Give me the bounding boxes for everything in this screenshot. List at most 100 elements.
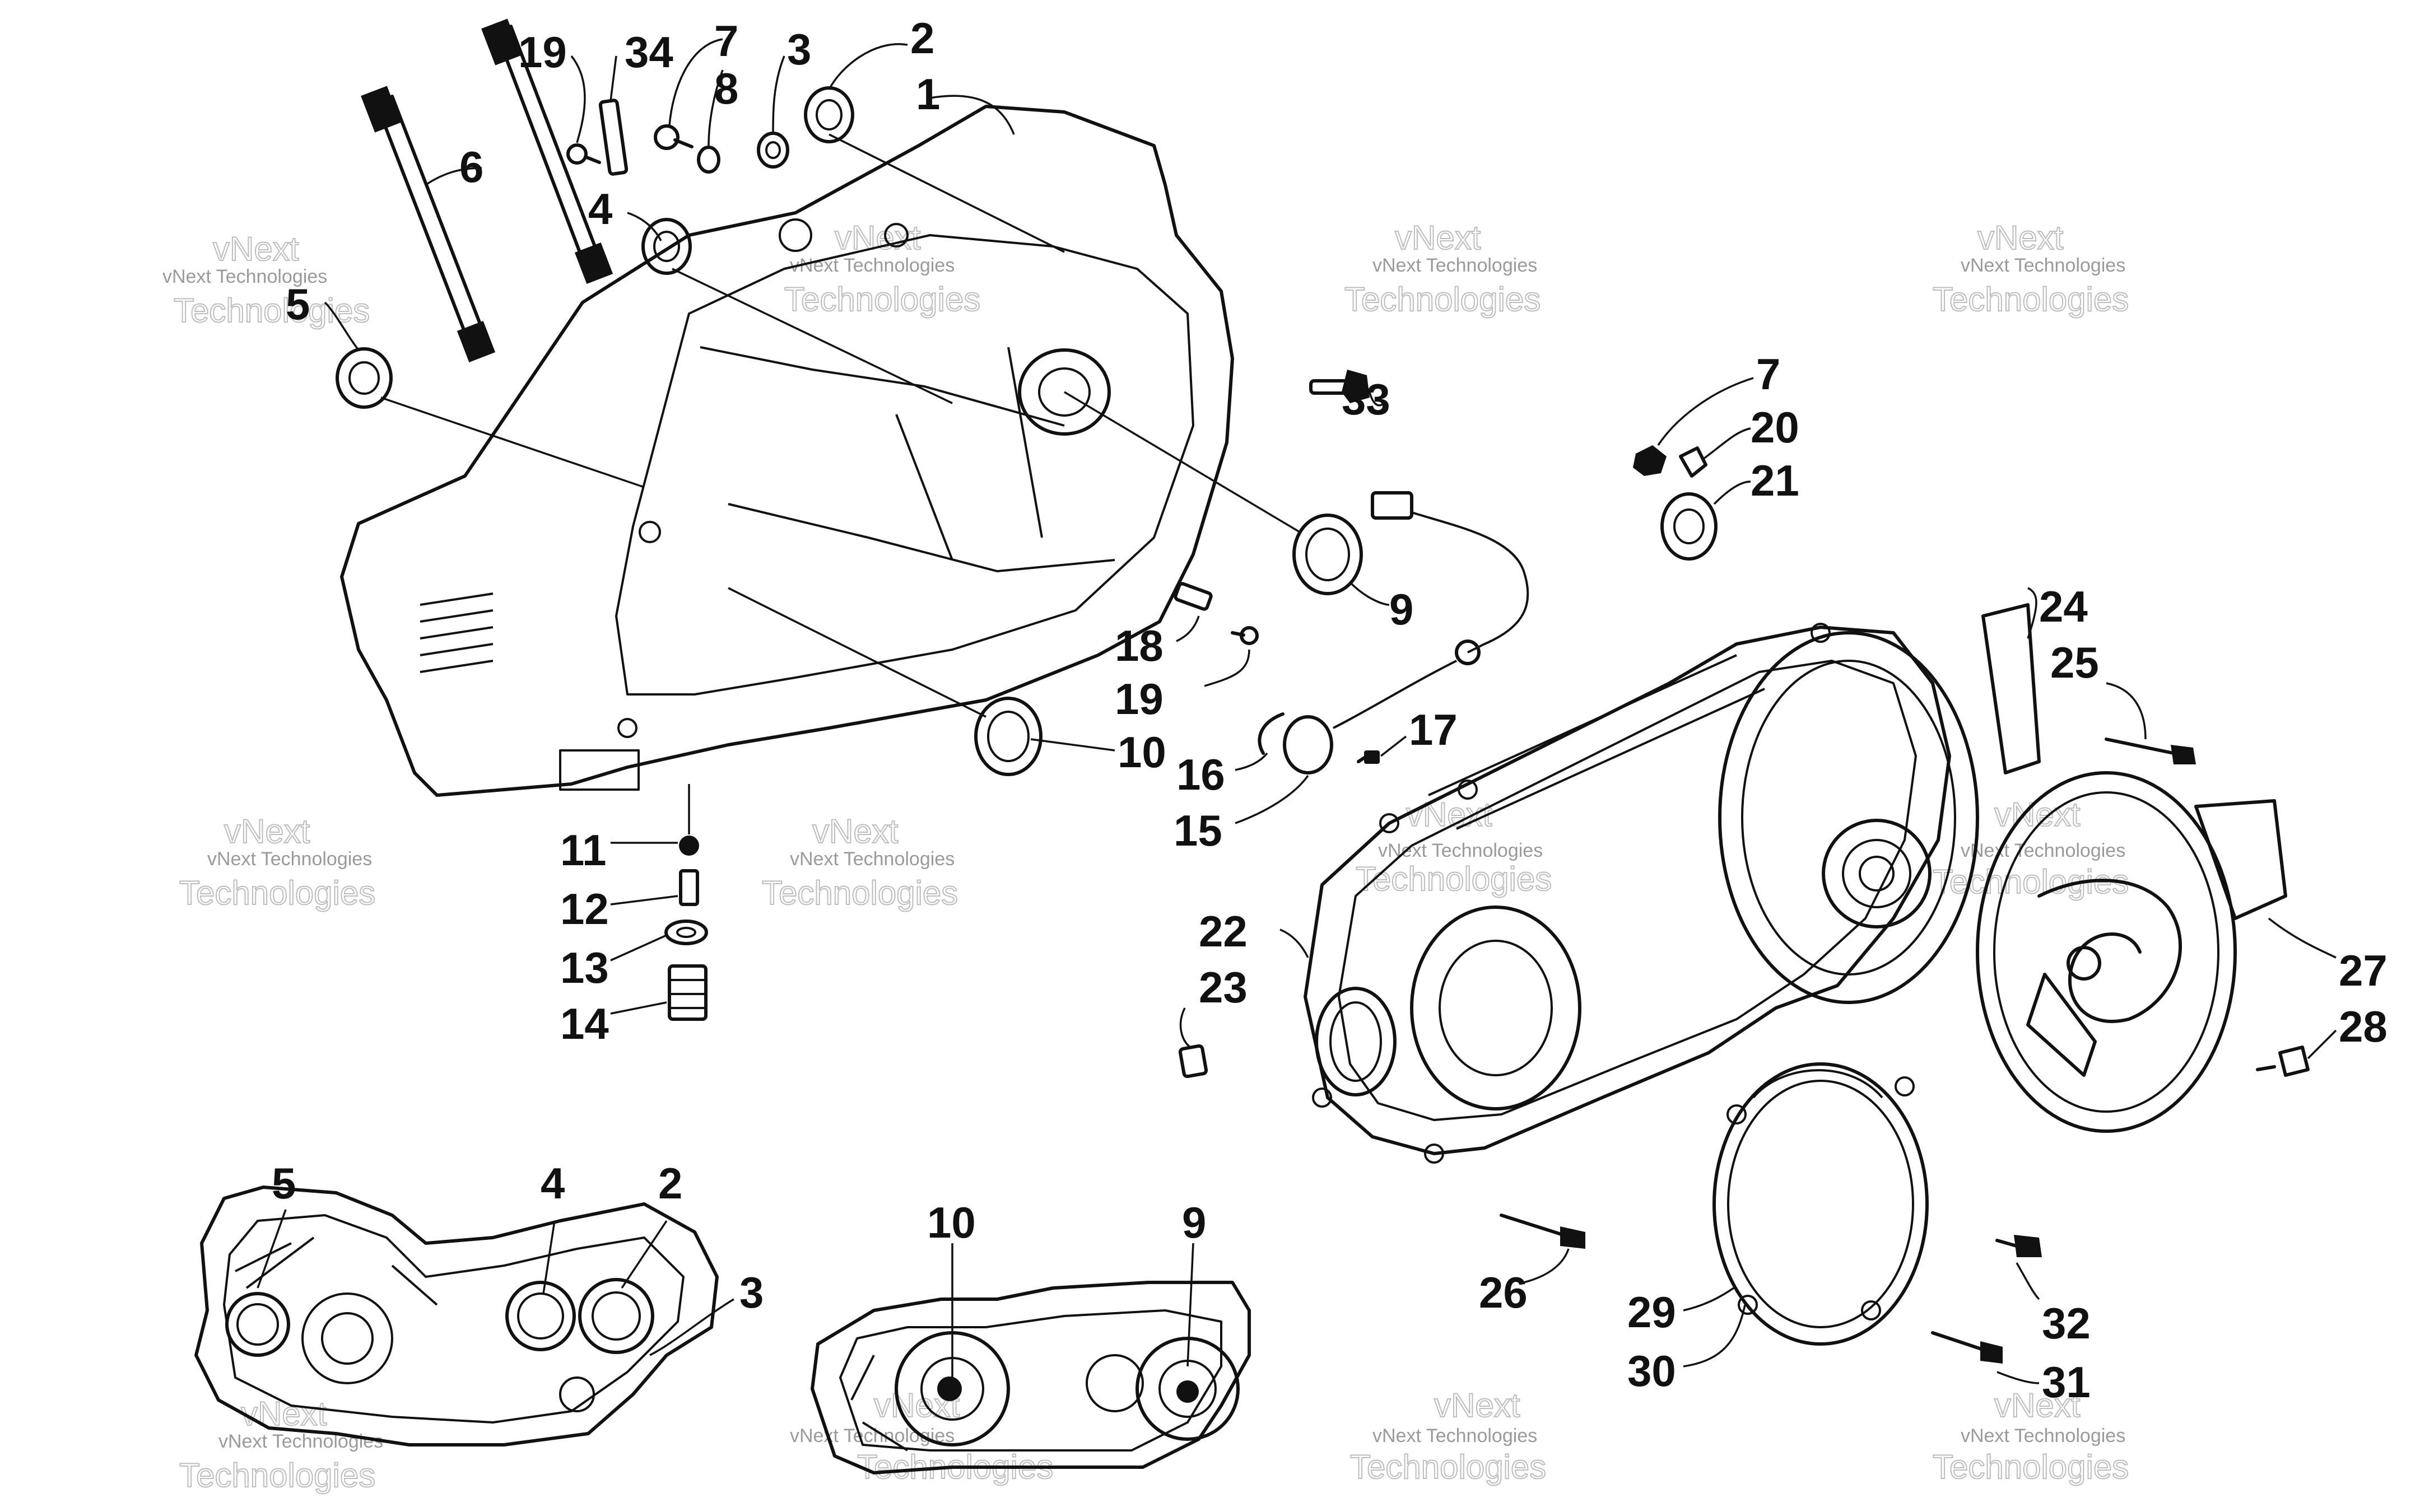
washer bbox=[697, 146, 720, 174]
bolt bbox=[1633, 377, 1754, 476]
callout-label: 22 bbox=[1199, 907, 1248, 956]
watermark: vNext vNext Technologies Technologies bbox=[1355, 795, 1552, 898]
callout-label: 12 bbox=[560, 884, 609, 934]
speed-sensor-harness bbox=[1235, 491, 1529, 824]
watermark-technologies: Technologies bbox=[1933, 1448, 2129, 1486]
bearing bbox=[641, 218, 692, 275]
callout-label: 28 bbox=[2339, 1002, 2388, 1051]
watermark-technologies: Technologies bbox=[1344, 281, 1541, 318]
stud-bolt bbox=[361, 86, 496, 362]
callout-label: 3 bbox=[739, 1268, 764, 1317]
watermark-text: vNext Technologies bbox=[1378, 840, 1543, 861]
callout-label: 1 bbox=[916, 69, 940, 119]
watermark-vnext: vNext bbox=[224, 813, 310, 850]
callout-label: 29 bbox=[1627, 1287, 1676, 1337]
callout-label: 18 bbox=[1115, 621, 1164, 670]
callout-label: 31 bbox=[2042, 1357, 2091, 1407]
callout-label: 14 bbox=[560, 999, 609, 1048]
callout-label: 7 bbox=[714, 16, 738, 66]
oil-seal bbox=[1064, 391, 1390, 606]
crankcase-inset-left bbox=[194, 1186, 734, 1446]
bearing-retainer-clip bbox=[1679, 427, 1751, 478]
callout-label: 33 bbox=[1342, 375, 1390, 424]
callout-labels: 1 2 3 8 7 34 19 6 4 5 33 9 10 18 19 17 1… bbox=[272, 13, 2388, 1407]
watermark-technologies: Technologies bbox=[1350, 1448, 1546, 1486]
screw bbox=[2256, 1029, 2337, 1077]
watermark-vnext: vNext bbox=[812, 813, 899, 850]
watermark: vNext vNext Technologies Technologies bbox=[1932, 795, 2129, 901]
callout-label: 13 bbox=[560, 943, 609, 992]
callout-label: 9 bbox=[1389, 585, 1413, 634]
callout-label: 7 bbox=[1756, 349, 1780, 399]
watermark: vNext vNext Technologies Technologies bbox=[1932, 1386, 2129, 1486]
watermark: vNext vNext Technologies Technologies bbox=[761, 812, 958, 912]
callout-label: 2 bbox=[658, 1159, 682, 1208]
watermark-text: vNext Technologies bbox=[1372, 1425, 1537, 1446]
watermark-text: vNext Technologies bbox=[1961, 255, 2125, 276]
bolt bbox=[654, 124, 694, 150]
callout-label: 32 bbox=[2042, 1299, 2091, 1348]
watermarks: vNext vNext Technologies Technologies vN… bbox=[162, 218, 2129, 1495]
drain-plug-assembly bbox=[610, 784, 708, 1021]
watermark-technologies: Technologies bbox=[179, 874, 375, 912]
watermark-technologies: Technologies bbox=[174, 292, 370, 329]
callout-label: 26 bbox=[1479, 1268, 1528, 1317]
watermark: vNext vNext Technologies Technologies bbox=[179, 1394, 383, 1495]
callout-label: 6 bbox=[459, 142, 483, 192]
watermark: vNext vNext Technologies Technologies bbox=[1932, 218, 2129, 319]
callout-label: 23 bbox=[1199, 963, 1248, 1012]
callout-label: 20 bbox=[1751, 403, 1799, 452]
callout-label: 30 bbox=[1627, 1346, 1676, 1396]
callout-label: 24 bbox=[2039, 582, 2088, 631]
callout-label: 10 bbox=[927, 1198, 976, 1247]
oil-seal bbox=[728, 587, 1115, 776]
watermark-text: vNext Technologies bbox=[1372, 255, 1537, 276]
bolt bbox=[566, 143, 601, 165]
callout-label: 16 bbox=[1176, 750, 1225, 799]
watermark-technologies: Technologies bbox=[1933, 281, 2129, 318]
bearing bbox=[336, 347, 393, 409]
watermark: vNext vNext Technologies Technologies bbox=[784, 218, 981, 319]
watermark-vnext: vNext bbox=[1434, 1387, 1520, 1424]
callout-label: 25 bbox=[2050, 638, 2099, 687]
watermark-text: vNext Technologies bbox=[1961, 840, 2125, 861]
callout-label: 11 bbox=[560, 825, 606, 875]
sensor-pin bbox=[1174, 582, 1213, 642]
watermark-vnext: vNext bbox=[213, 230, 299, 268]
watermark: vNext vNext Technologies Technologies bbox=[162, 230, 370, 330]
callout-label: 19 bbox=[1115, 674, 1164, 724]
watermark: vNext vNext Technologies Technologies bbox=[179, 812, 376, 912]
callout-label: 3 bbox=[787, 25, 811, 74]
bearing bbox=[1660, 480, 1751, 561]
watermark-technologies: Technologies bbox=[179, 1457, 375, 1494]
callout-label: 5 bbox=[286, 279, 310, 329]
callout-label: 8 bbox=[714, 64, 738, 113]
outer-clutch-cover bbox=[1976, 771, 2337, 1133]
cover-bolt bbox=[1931, 1331, 2040, 1384]
dowel-plate bbox=[598, 99, 629, 176]
cover-bolt bbox=[1995, 1235, 2042, 1300]
screw bbox=[1357, 735, 1407, 764]
callout-label: 17 bbox=[1409, 705, 1458, 754]
watermark-vnext: vNext bbox=[1977, 219, 2064, 256]
watermark-text: vNext Technologies bbox=[207, 848, 372, 870]
watermark-vnext: vNext bbox=[1994, 1387, 2081, 1424]
clutch-cover bbox=[1279, 587, 2041, 1164]
watermark-text: vNext Technologies bbox=[1961, 1425, 2125, 1446]
callout-label: 5 bbox=[272, 1159, 296, 1208]
watermark: vNext vNext Technologies Technologies bbox=[1344, 218, 1541, 319]
crankcase-inset-right bbox=[811, 1243, 1251, 1474]
bearing bbox=[757, 132, 789, 169]
watermark-text: vNext Technologies bbox=[790, 255, 955, 276]
dowel-pin bbox=[1178, 1007, 1208, 1079]
watermark-text: vNext Technologies bbox=[218, 1431, 383, 1452]
watermark-vnext: vNext bbox=[1395, 219, 1481, 256]
flange-bolt bbox=[1309, 370, 1385, 407]
watermark-technologies: Technologies bbox=[784, 281, 980, 318]
screw bbox=[1204, 626, 1259, 687]
callout-label: 15 bbox=[1174, 806, 1222, 855]
bearing bbox=[804, 86, 854, 143]
cover-bolt bbox=[1500, 1214, 1585, 1284]
inspection-cover bbox=[1683, 1062, 1929, 1368]
